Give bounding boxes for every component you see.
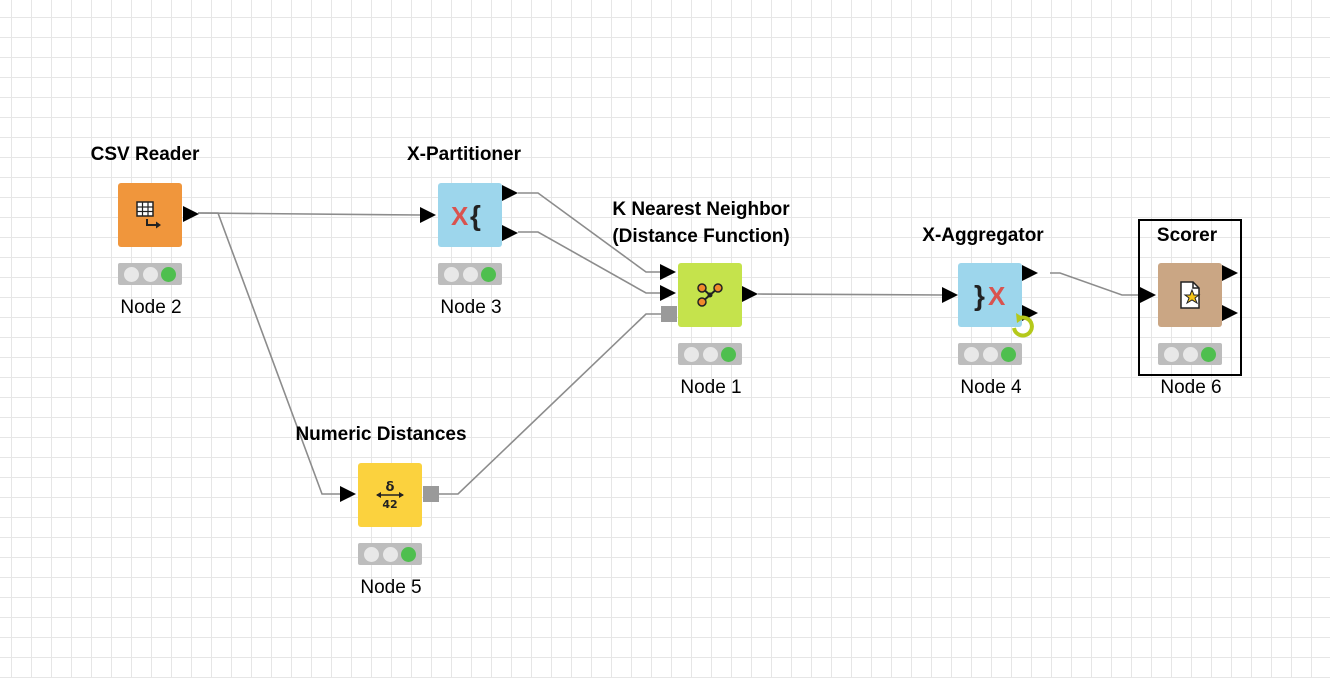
node-label[interactable]: Node 1	[680, 377, 742, 398]
input-port-test[interactable]	[660, 285, 676, 301]
node-title-line2: (Distance Function)	[612, 226, 790, 247]
output-port-accuracy[interactable]	[1222, 305, 1238, 321]
output-port-predictions[interactable]	[1022, 265, 1038, 281]
connection-knn-to-aggregator	[757, 293, 943, 296]
node-title: X-Aggregator	[922, 225, 1044, 246]
svg-text:X: X	[451, 201, 469, 231]
icon-top-text: δ	[386, 480, 395, 495]
output-port-train[interactable]	[502, 185, 518, 201]
input-port[interactable]	[340, 486, 356, 502]
table-arrow-icon	[136, 201, 161, 229]
loop-refresh-icon	[1012, 313, 1034, 338]
knn-icon-box[interactable]	[678, 263, 742, 327]
node-status-indicator	[678, 343, 742, 365]
x-partitioner-icon-box[interactable]: X {	[438, 183, 502, 247]
loop-start-icon: X {	[451, 200, 481, 231]
node-selection-frame	[1138, 219, 1242, 376]
csv-reader-icon-box[interactable]	[118, 183, 182, 247]
node-status-indicator	[1158, 343, 1222, 365]
connection-csv-to-numeric	[198, 212, 340, 495]
svg-text:{: {	[470, 200, 481, 231]
node-title-line1: K Nearest Neighbor	[612, 199, 790, 220]
numeric-distances-icon-box[interactable]: δ 42	[358, 463, 422, 527]
input-port[interactable]	[1140, 287, 1156, 303]
node-label[interactable]: Node 6	[1160, 377, 1222, 398]
output-port[interactable]	[742, 286, 758, 302]
node-label[interactable]: Node 4	[960, 377, 1022, 398]
connection-partitioner-test-to-knn	[518, 231, 660, 294]
output-port-distance[interactable]	[423, 486, 439, 502]
scorer-document-icon	[1180, 281, 1201, 309]
node-status-indicator	[438, 263, 502, 285]
svg-text:X: X	[988, 281, 1006, 311]
input-port[interactable]	[420, 207, 436, 223]
scorer-icon-box[interactable]	[1158, 263, 1222, 327]
output-port-test[interactable]	[502, 225, 518, 241]
node-title: CSV Reader	[90, 144, 200, 165]
connection-aggregator-to-scorer	[1050, 272, 1140, 296]
loop-end-icon: } X	[974, 280, 1006, 311]
node-status-indicator	[958, 343, 1022, 365]
neighbor-graph-icon	[697, 283, 723, 307]
output-port[interactable]	[183, 206, 199, 222]
node-status-indicator	[118, 263, 182, 285]
connection-partitioner-train-to-knn	[518, 192, 660, 273]
node-title: Scorer	[1156, 225, 1218, 246]
x-aggregator-icon-box[interactable]: } X	[958, 263, 1022, 327]
icon-bottom-text: 42	[382, 498, 397, 511]
svg-text:}: }	[974, 280, 985, 311]
node-status-indicator	[358, 543, 422, 565]
connection-numeric-to-knn	[438, 313, 662, 495]
input-port-train[interactable]	[660, 264, 676, 280]
node-title: Numeric Distances	[295, 424, 467, 445]
node-label[interactable]: Node 2	[120, 297, 182, 318]
delta-distance-icon: δ 42	[376, 480, 404, 511]
node-title: X-Partitioner	[406, 144, 522, 165]
node-label[interactable]: Node 5	[360, 577, 422, 598]
input-port-distance[interactable]	[661, 306, 677, 322]
output-port-confusion-matrix[interactable]	[1222, 265, 1238, 281]
node-label[interactable]: Node 3	[440, 297, 502, 318]
connection-csv-to-partitioner	[197, 212, 421, 216]
input-port[interactable]	[942, 287, 958, 303]
